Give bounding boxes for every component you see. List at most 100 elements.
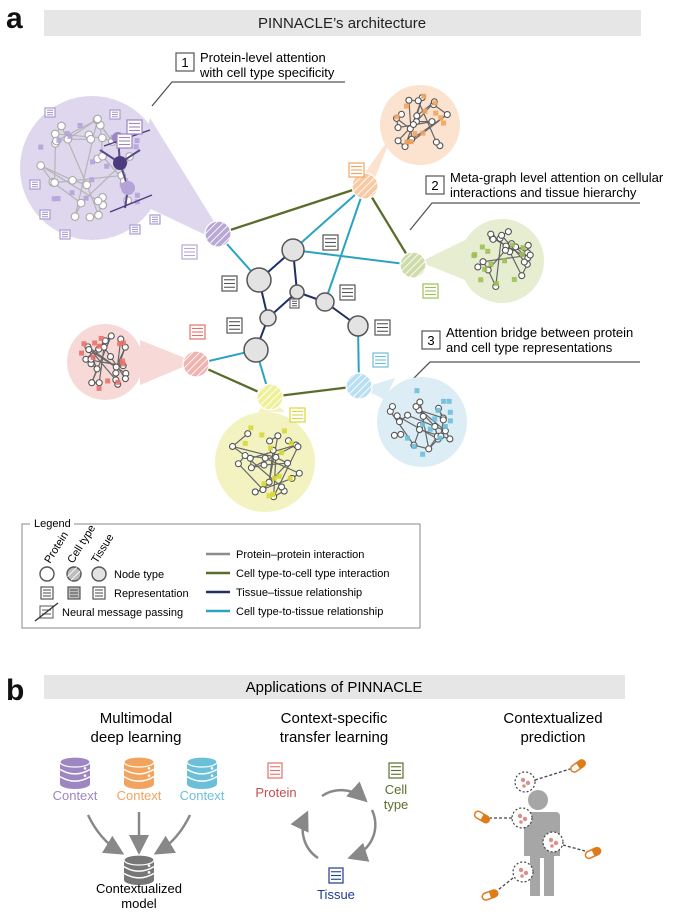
protein-representation-icon [59, 229, 71, 240]
protein-representation-icon [109, 109, 121, 120]
callout-3-number: 3 [427, 333, 434, 348]
legend-message-passing-icon [34, 602, 59, 622]
legend-edge-label: Cell type-to-tissue relationship [236, 606, 383, 618]
legend-box [21, 523, 421, 629]
transfer-cycle-arrows [290, 781, 377, 862]
celltype-representation-icon [126, 119, 143, 135]
panel-a-title: PINNACLE’s architecture [258, 15, 426, 32]
celltype-celltype-edge [217, 184, 366, 236]
tissue-representation-icon [221, 275, 238, 292]
col2-title-line2: transfer learning [280, 729, 388, 746]
protein-representation-icon [29, 179, 41, 190]
pill-icon [473, 810, 491, 824]
transfer-celltype-line2: type [384, 797, 409, 812]
tissue-node [243, 337, 269, 363]
panel-b-title-bar [44, 675, 625, 699]
transfer-protein-label: Protein [255, 785, 296, 800]
transfer-celltype-line1: Cell [385, 782, 408, 797]
context-2-label: Context [117, 788, 162, 803]
legend-protein-node [39, 566, 55, 582]
tissue-node [259, 309, 277, 327]
transfer-protein-icon [267, 762, 283, 779]
prediction-target [542, 831, 564, 853]
tissue-representation-icon [374, 319, 391, 336]
callout-1-line1: Protein-level attention [200, 50, 326, 65]
callout-3-line2: and cell type representations [446, 340, 613, 355]
pill-icon [481, 889, 499, 901]
legend-row-node-type: Node type [114, 569, 164, 581]
callout-2-line1: Meta-graph level attention on cellular [450, 170, 664, 185]
celltype-celltype-edge [269, 384, 360, 399]
col3-title-line1: Contextualized [503, 710, 602, 727]
legend-row-message-passing: Neural message passing [62, 607, 183, 619]
callout-1-line2: with cell type specificity [199, 65, 335, 80]
tissue-representation-icon [289, 298, 300, 309]
person-figure [473, 759, 602, 901]
output-label-line2: model [121, 896, 157, 911]
prediction-target [512, 861, 534, 883]
pill-icon [584, 846, 602, 860]
output-label-line1: Contextualized [96, 881, 182, 896]
celltype-representation-icon [181, 244, 198, 260]
representation-icons [29, 107, 439, 423]
mini-network [79, 332, 130, 391]
context-database-3 [186, 756, 218, 789]
transfer-tissue-icon [328, 867, 344, 884]
context-3-label: Context [180, 788, 225, 803]
tissue-node [347, 315, 369, 337]
callout-2-line2: interactions and tissue hierarchy [450, 185, 637, 200]
celltype-representation-icon [189, 324, 206, 340]
tissue-node [289, 284, 305, 300]
celltype-tissue-edge [324, 185, 366, 303]
tissue-representation-icon [339, 284, 356, 301]
celltype-tissue-edge [292, 185, 366, 251]
context-databases [59, 756, 218, 789]
legend: Legend Protein Cell type Tissue Node typ… [21, 516, 421, 629]
protein-representation-icon [39, 209, 51, 220]
callout-3: 3 Attention bridge between protein and c… [421, 325, 633, 355]
col2-title-line1: Context-specific [281, 710, 388, 727]
protein-representation-icon [129, 224, 141, 235]
legend-tissue-rep [92, 586, 106, 600]
callout-1-number: 1 [181, 55, 188, 70]
callout-3-line1: Attention bridge between protein [446, 325, 633, 340]
pill-icon [570, 759, 586, 773]
transfer-tissue-label: Tissue [317, 887, 355, 902]
legend-row-representation: Representation [114, 588, 189, 600]
legend-edge-label: Tissue–tissue relationship [236, 587, 362, 599]
tissue-node [315, 292, 335, 312]
contextualized-model-database [123, 854, 155, 885]
celltype-nodes [182, 172, 427, 411]
panel-b-label: b [6, 674, 24, 707]
celltype-representation-icon [372, 352, 389, 368]
transfer-celltype-icon [388, 762, 404, 779]
celltype-representation-icon [348, 162, 365, 178]
panel-a-title-bar [44, 10, 641, 36]
tissue-node [281, 238, 305, 262]
col3-title-line2: prediction [520, 729, 585, 746]
tissue-nodes [243, 238, 369, 363]
callout-2: 2 Meta-graph level attention on cellular… [425, 170, 664, 200]
context-1-label: Context [53, 788, 98, 803]
callout-2-number: 2 [431, 178, 438, 193]
legend-celltype-rep [67, 586, 81, 600]
legend-tissue-node [91, 566, 107, 582]
col1-title-line2: deep learning [91, 729, 182, 746]
panel-b-title: Applications of PINNACLE [246, 679, 423, 696]
tissue-node [246, 267, 272, 293]
protein-representation-icon [149, 214, 161, 225]
panel-a-label: a [6, 2, 23, 35]
legend-edge-label: Protein–protein interaction [236, 549, 364, 561]
mini-network [36, 114, 140, 222]
context-arrows [86, 812, 192, 855]
prediction-target [511, 807, 533, 829]
bubble-protein-networks [36, 93, 534, 501]
mini-network [393, 93, 451, 151]
legend-col-tissue: Tissue [89, 532, 116, 565]
legend-title: Legend [34, 518, 71, 530]
prediction-target [514, 771, 536, 793]
legend-protein-rep [40, 586, 54, 600]
tissue-representation-icon [226, 317, 243, 334]
mini-network [386, 388, 454, 457]
celltype-representation-icon [422, 283, 439, 299]
